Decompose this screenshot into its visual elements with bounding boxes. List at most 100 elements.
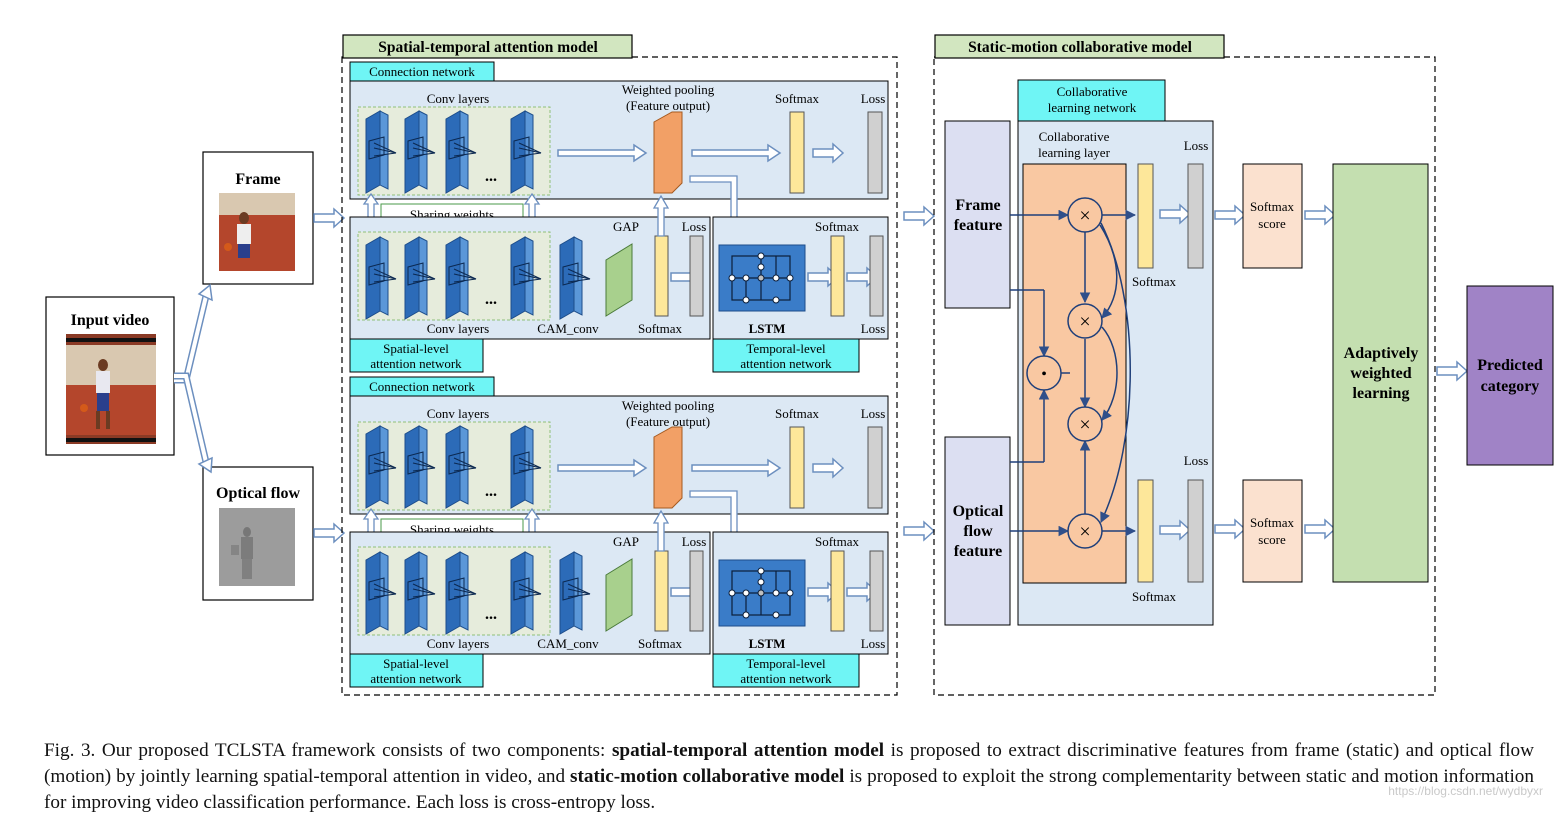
multiply-node: ×: [1067, 303, 1103, 339]
softmax-label: Softmax: [1132, 589, 1177, 604]
gap-label: GAP: [613, 219, 639, 234]
attention-network-label: attention network: [740, 671, 832, 686]
ellipsis: ...: [485, 606, 497, 623]
dot-symbol: •: [1041, 366, 1047, 383]
learning-label: learning: [1353, 385, 1410, 402]
softmax-label: Softmax: [815, 534, 860, 549]
conv-layers-label: Conv layers: [427, 406, 489, 421]
attention-network-label: attention network: [370, 356, 462, 371]
to-prediction-arrow: [1436, 361, 1468, 381]
predicted-category-box: Predicted category: [1466, 285, 1554, 466]
frame-stream: Connection network Conv layers ... Weigh…: [349, 61, 889, 373]
spatial-temporal-title: Spatial-temporal attention model: [378, 39, 598, 56]
collaborative-layer-label: Collaborative: [1039, 129, 1110, 144]
collaborative-network-label: Collaborative: [1057, 84, 1128, 99]
dot-product-node: •: [1026, 355, 1062, 391]
optical-flow-thumbnail: [219, 508, 295, 586]
multiply-node: ×: [1067, 406, 1103, 442]
loss-label: Loss: [1184, 453, 1209, 468]
temporal-level-label: Temporal-level: [746, 341, 826, 356]
feature-label: feature: [954, 543, 1003, 560]
spatial-level-label: Spatial-level: [383, 341, 449, 356]
cam-conv-label: CAM_conv: [537, 636, 599, 651]
optical-flow-box: Optical flow: [202, 466, 314, 601]
gap-label: GAP: [613, 534, 639, 549]
input-fork-arrows: [174, 283, 213, 474]
softmax-label: Softmax: [1132, 274, 1177, 289]
caption-bold-term: spatial-temporal attention model: [611, 740, 885, 761]
flow-label: flow: [963, 523, 993, 540]
multiply-symbol: ×: [1079, 521, 1090, 543]
static-motion-title: Static-motion collaborative model: [968, 39, 1193, 56]
softmax-score-label: Softmax: [1250, 199, 1295, 214]
caption-text: is proposed to exploit the strong comple…: [44, 766, 1534, 813]
frame-feature-arrow: [903, 206, 935, 226]
conv-layers-label: Conv layers: [427, 321, 489, 336]
lstm-label: LSTM: [749, 321, 786, 336]
watermark: https://blog.csdn.net/wydbyxr: [1388, 784, 1543, 798]
multiply-node: ×: [1067, 197, 1103, 233]
input-video-thumbnail: [66, 334, 156, 444]
ellipsis: ...: [485, 291, 497, 308]
caption-text: Fig. 3. Our proposed TCLSTA framework co…: [44, 740, 612, 761]
learning-network-label: learning network: [1048, 100, 1137, 115]
optical-flow-label: Optical flow: [216, 485, 300, 502]
weighted-label: weighted: [1350, 365, 1411, 382]
multiply-node: ×: [1067, 513, 1103, 549]
input-video-box: Input video: [45, 296, 175, 456]
frame-feature-label: Frame: [955, 197, 1000, 214]
softmax-label: Softmax: [815, 219, 860, 234]
static-motion-model: Static-motion collaborative model Frame …: [933, 34, 1436, 696]
spatial-level-label: Spatial-level: [383, 656, 449, 671]
frame-label: Frame: [235, 171, 280, 188]
ellipsis: ...: [485, 483, 497, 500]
adaptively-label: Adaptively: [1344, 345, 1419, 362]
attention-network-label: attention network: [740, 356, 832, 371]
spatial-temporal-model: Spatial-temporal attention model: [341, 34, 898, 696]
loss-label: Loss: [682, 219, 707, 234]
lstm-label: LSTM: [749, 636, 786, 651]
flow-stream: Connection network Conv layers ... Weigh…: [349, 376, 889, 688]
conv-layers-label: Conv layers: [427, 636, 489, 651]
weighted-pooling-label: Weighted pooling: [622, 398, 715, 413]
optical-label: Optical: [953, 503, 1004, 520]
score-label: score: [1258, 216, 1286, 231]
learning-layer-label: learning layer: [1038, 145, 1110, 160]
conv-layers-label: Conv layers: [427, 91, 489, 106]
softmax-label: Softmax: [638, 636, 683, 651]
frame-thumbnail: [219, 193, 295, 271]
loss-label: Loss: [682, 534, 707, 549]
attention-network-label: attention network: [370, 671, 462, 686]
feature-output-label: (Feature output): [626, 414, 710, 429]
temporal-level-label: Temporal-level: [746, 656, 826, 671]
ellipsis: ...: [485, 168, 497, 185]
predicted-label: Predicted: [1477, 357, 1543, 374]
loss-label: Loss: [861, 406, 886, 421]
category-label: category: [1481, 378, 1540, 395]
loss-label: Loss: [1184, 138, 1209, 153]
flow-to-model-arrow: [313, 523, 345, 543]
weighted-pooling-label: Weighted pooling: [622, 82, 715, 97]
multiply-symbol: ×: [1079, 414, 1090, 436]
feature-label: feature: [954, 217, 1003, 234]
frame-to-model-arrow: [313, 208, 345, 228]
figure-caption: Fig. 3. Our proposed TCLSTA framework co…: [44, 738, 1534, 816]
multiply-symbol: ×: [1079, 205, 1090, 227]
softmax-score-label: Softmax: [1250, 515, 1295, 530]
caption-bold-term: static-motion collaborative model: [570, 766, 845, 787]
connection-network-label: Connection network: [369, 379, 475, 394]
feature-output-label: (Feature output): [626, 98, 710, 113]
flow-feature-arrow: [903, 521, 935, 541]
connection-network-label: Connection network: [369, 64, 475, 79]
softmax-label: Softmax: [775, 91, 820, 106]
cam-conv-label: CAM_conv: [537, 321, 599, 336]
softmax-label: Softmax: [775, 406, 820, 421]
multiply-symbol: ×: [1079, 311, 1090, 333]
loss-label: Loss: [861, 91, 886, 106]
frame-box: Frame: [202, 151, 314, 285]
input-video-label: Input video: [71, 312, 150, 329]
caption-text: is proposed to extract discriminative fe…: [44, 740, 1535, 787]
softmax-label: Softmax: [638, 321, 683, 336]
loss-label: Loss: [861, 636, 886, 651]
